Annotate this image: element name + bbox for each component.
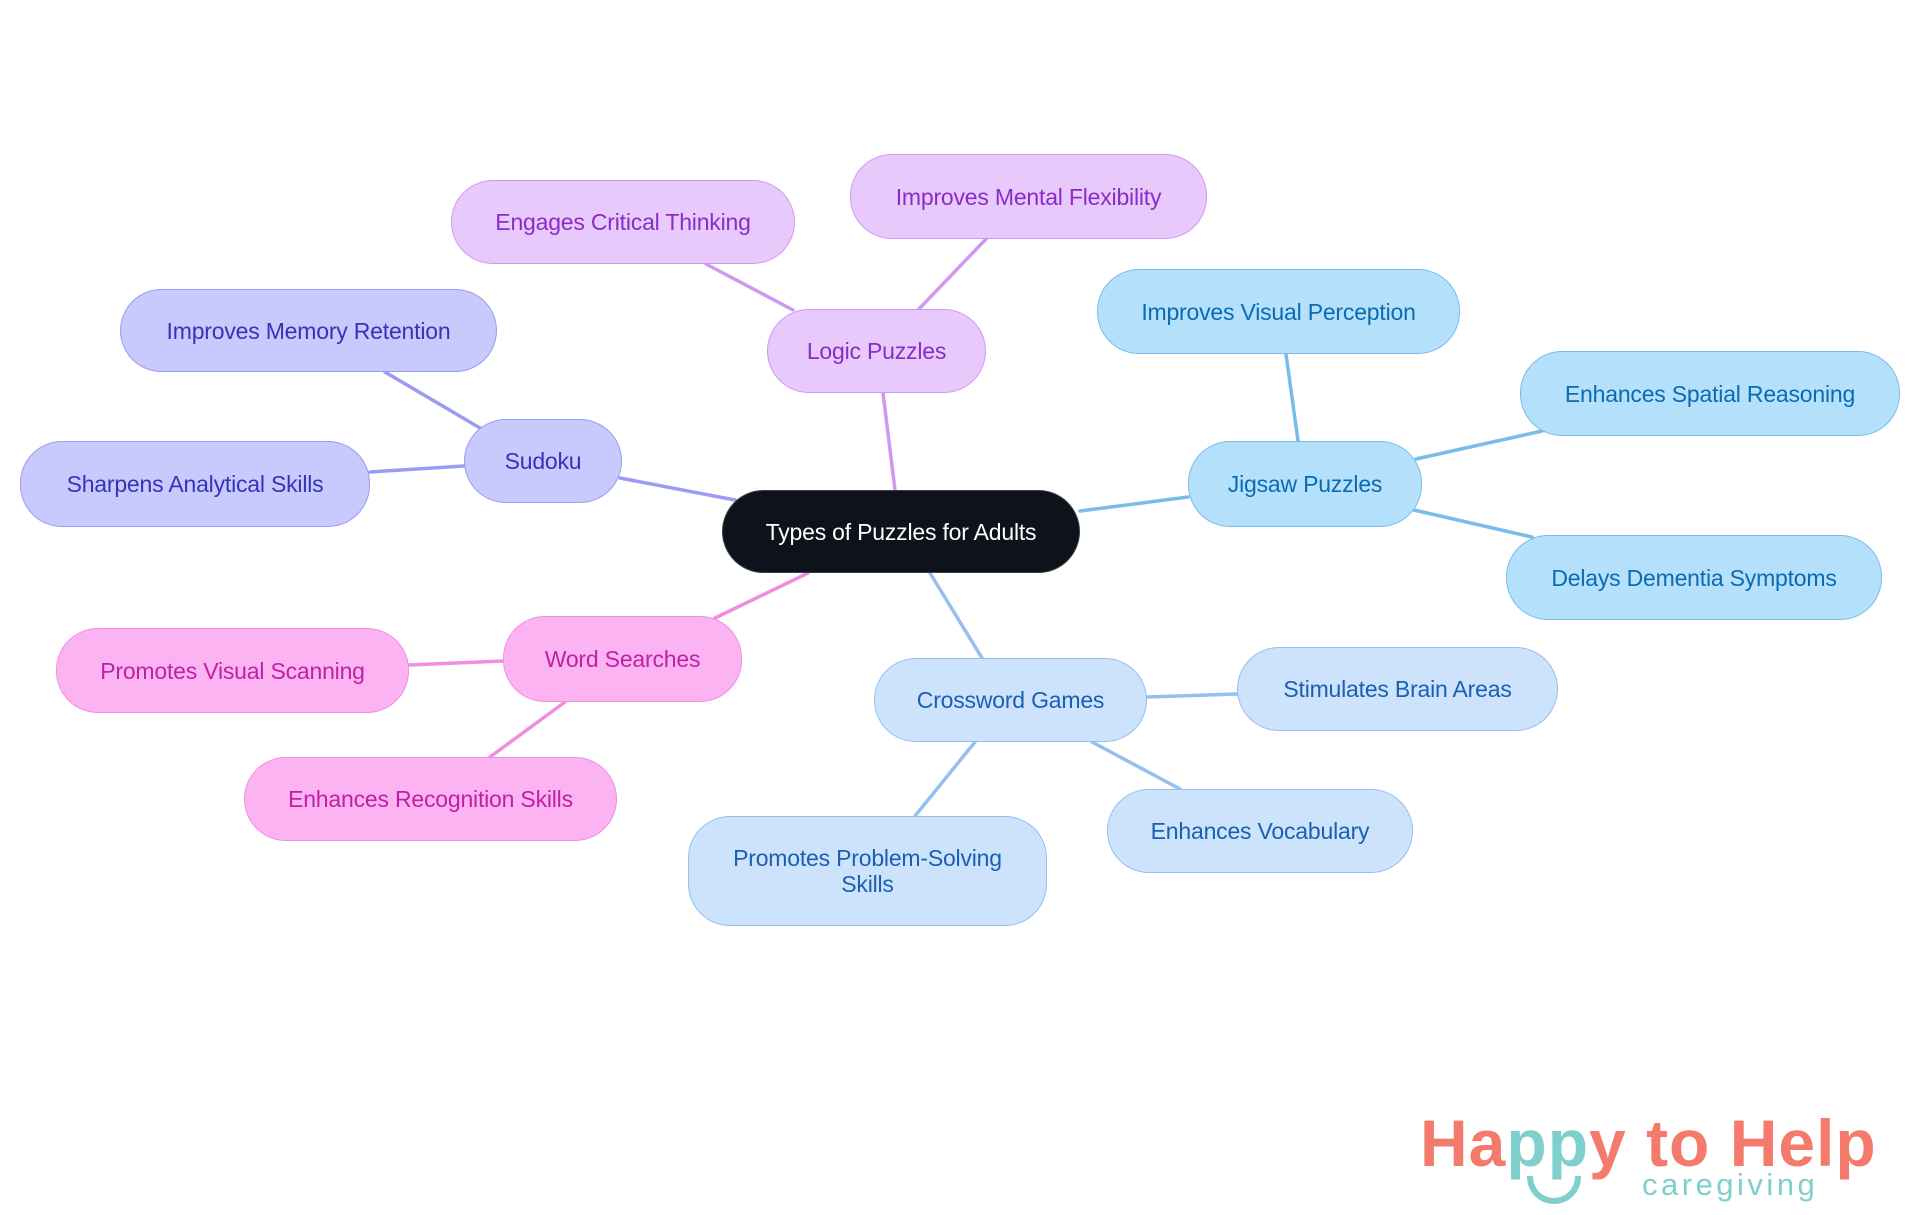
leaf-node-spatial-reasoning[interactable]: Enhances Spatial Reasoning: [1520, 351, 1900, 436]
logo-text-ha: Ha: [1420, 1106, 1507, 1180]
edge-logic-critical: [704, 262, 795, 312]
logo-subtitle: caregiving: [1642, 1167, 1819, 1202]
root-node[interactable]: Types of Puzzles for Adults: [722, 490, 1080, 573]
leaf-label: Engages Critical Thinking: [495, 209, 751, 235]
edge-jigsaw-spatial: [1414, 429, 1544, 461]
leaf-label: Enhances Recognition Skills: [288, 786, 573, 812]
branch-node-jigsaw-puzzles[interactable]: Jigsaw Puzzles: [1188, 441, 1422, 527]
leaf-label: Improves Visual Perception: [1141, 298, 1416, 325]
branch-label: Jigsaw Puzzles: [1227, 471, 1383, 497]
leaf-label: Improves Memory Retention: [166, 317, 451, 344]
leaf-label: Stimulates Brain Areas: [1283, 676, 1512, 702]
root-label: Types of Puzzles for Adults: [765, 518, 1037, 545]
edge-jigsaw-dementia: [1412, 508, 1534, 539]
leaf-node-dementia-symptoms[interactable]: Delays Dementia Symptoms: [1506, 535, 1882, 620]
branch-label: Sudoku: [504, 448, 582, 474]
edge-sudoku-memory: [383, 370, 482, 430]
branch-node-logic-puzzles[interactable]: Logic Puzzles: [767, 309, 986, 393]
edge-crossword-brain: [1145, 692, 1239, 699]
edge-jigsaw-visual: [1284, 352, 1300, 443]
branch-node-word-searches[interactable]: Word Searches: [503, 616, 742, 702]
leaf-node-recognition-skills[interactable]: Enhances Recognition Skills: [244, 757, 617, 841]
logo-text-pp: pp: [1506, 1106, 1590, 1180]
leaf-node-mental-flexibility[interactable]: Improves Mental Flexibility: [850, 154, 1207, 239]
branch-label: Word Searches: [544, 646, 701, 672]
leaf-node-memory-retention[interactable]: Improves Memory Retention: [120, 289, 497, 372]
leaf-node-visual-perception[interactable]: Improves Visual Perception: [1097, 269, 1460, 354]
smile-icon: [1527, 1176, 1581, 1204]
edge-word-recognition: [488, 700, 567, 759]
branch-label: Crossword Games: [916, 687, 1105, 713]
leaf-node-critical-thinking[interactable]: Engages Critical Thinking: [451, 180, 795, 264]
edge-root-logic: [881, 391, 897, 492]
leaf-node-analytical-skills[interactable]: Sharpens Analytical Skills: [20, 441, 370, 527]
branch-node-sudoku[interactable]: Sudoku: [464, 419, 622, 503]
branch-label: Logic Puzzles: [806, 338, 947, 364]
edge-crossword-vocab: [1090, 740, 1182, 791]
edge-sudoku-analytical: [368, 464, 466, 474]
edge-crossword-problem: [913, 740, 977, 818]
leaf-node-problem-solving[interactable]: Promotes Problem-Solving Skills: [688, 816, 1047, 926]
logo-wordmark: Happy to Help: [1420, 1108, 1877, 1178]
branch-node-crossword-games[interactable]: Crossword Games: [874, 658, 1147, 742]
leaf-label: Promotes Problem-Solving Skills: [733, 845, 1002, 897]
leaf-label: Delays Dementia Symptoms: [1551, 564, 1837, 591]
logo-text-y: y: [1589, 1106, 1627, 1180]
edge-root-sudoku: [618, 476, 737, 502]
leaf-label: Improves Mental Flexibility: [895, 183, 1162, 210]
leaf-label: Enhances Spatial Reasoning: [1564, 380, 1856, 407]
happy-to-help-logo: Happy to Help caregiving: [1420, 1108, 1880, 1208]
leaf-label: Enhances Vocabulary: [1150, 818, 1370, 844]
edge-logic-flex: [917, 237, 988, 311]
leaf-node-visual-scanning[interactable]: Promotes Visual Scanning: [56, 628, 409, 713]
edge-root-word: [713, 571, 810, 620]
leaf-node-vocabulary[interactable]: Enhances Vocabulary: [1107, 789, 1413, 873]
edge-root-jigsaw: [1078, 495, 1190, 513]
edge-word-scanning: [407, 659, 505, 667]
logo-text-to-help: to Help: [1626, 1106, 1877, 1180]
edge-root-crossword: [928, 571, 984, 660]
leaf-label: Sharpens Analytical Skills: [66, 471, 324, 497]
leaf-label: Promotes Visual Scanning: [100, 657, 365, 684]
leaf-node-brain-areas[interactable]: Stimulates Brain Areas: [1237, 647, 1558, 731]
